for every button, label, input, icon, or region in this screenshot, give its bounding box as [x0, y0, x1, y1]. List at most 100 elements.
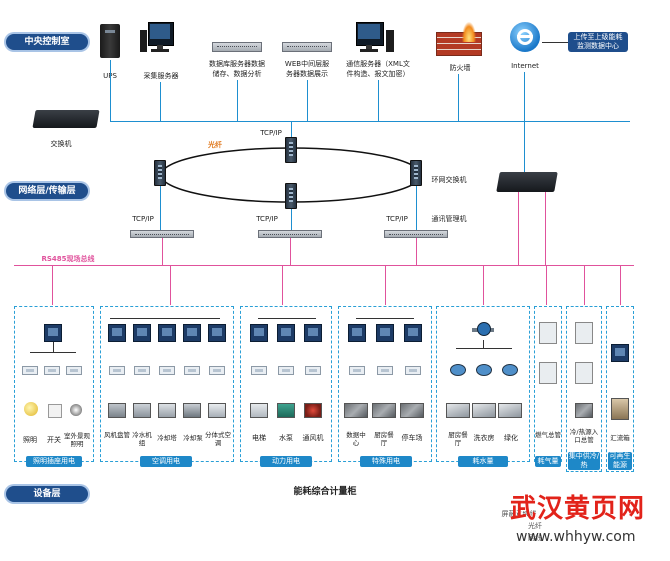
g6-tag: 耗气量	[535, 456, 561, 467]
firewall-icon	[436, 22, 482, 56]
g7-item-1: 冷/热源入口总管	[569, 428, 599, 444]
g3-item-2: 水泵	[279, 434, 293, 442]
main-water-meter-icon	[472, 322, 494, 338]
g4-meter-1	[348, 324, 366, 342]
g2-meter-4	[183, 324, 201, 342]
drop-g7	[584, 265, 585, 305]
db-server-icon	[212, 42, 262, 52]
g4-meter-2	[376, 324, 394, 342]
g1-submeter-3	[66, 366, 82, 375]
pipe-photo-1	[446, 403, 470, 418]
watermark-title: 武汉黄页网	[510, 494, 646, 524]
g4-item-1: 数据中心	[346, 431, 366, 447]
web-server-label-2: 务器数据展示	[286, 70, 328, 78]
internet-drop	[524, 72, 525, 172]
g2-item-4: 冷却泵	[183, 434, 203, 442]
internet-icon	[510, 22, 540, 52]
water-meter-3	[502, 364, 518, 376]
cooling-tower-icon	[158, 403, 176, 418]
left-switch-drop	[160, 186, 161, 230]
g8-item-1: 汇流箱	[610, 434, 630, 442]
comm-server-label-2: 件构造、报文加密）	[346, 70, 410, 78]
ventilator-icon	[304, 403, 322, 418]
elevator-icon	[250, 403, 268, 418]
g2-sub-5	[209, 366, 225, 375]
water-meter-1	[450, 364, 466, 376]
comm-manager-right	[384, 230, 448, 238]
g4-tag: 特殊用电	[360, 456, 412, 467]
g3-item-1: 电梯	[252, 434, 266, 442]
g2-item-3: 冷却塔	[157, 434, 177, 442]
ring-switch-left	[154, 160, 166, 186]
g3-sub-3	[305, 366, 321, 375]
g2-meter-2	[133, 324, 151, 342]
g5-item-3: 绿化	[504, 434, 518, 442]
tcpip-mid-label: TCP/IP	[256, 215, 278, 223]
g5-bus-v	[483, 340, 484, 348]
g1-submeter-1	[22, 366, 38, 375]
group-renewable	[606, 306, 634, 472]
ring-switch-right	[410, 160, 422, 186]
g1-main-meter	[44, 324, 62, 342]
g1-bus-h	[30, 352, 76, 353]
parking-photo	[400, 403, 424, 418]
web-server-icon	[282, 42, 332, 52]
ups-label: UPS	[103, 72, 117, 80]
g3-tag: 动力用电	[260, 456, 312, 467]
drop-g3	[282, 265, 283, 305]
pipe-photo-2	[472, 403, 496, 418]
g2-sub-4	[184, 366, 200, 375]
upload-label-1: 上传至上级能耗	[573, 33, 623, 41]
firewall-drop	[458, 74, 459, 121]
g2-bus-h	[110, 318, 220, 319]
bottom-switch-drop	[291, 209, 292, 230]
g2-meter-5	[208, 324, 226, 342]
split-ac-icon	[208, 403, 226, 418]
g2-item-1: 风机盘管	[104, 431, 130, 439]
upload-switch-drop-a	[518, 192, 519, 265]
comm-manager-mid	[258, 230, 322, 238]
data-center-photo	[344, 403, 368, 418]
g3-meter-1	[250, 324, 268, 342]
legend-network-cable: 网线	[528, 534, 542, 542]
g3-item-3: 通风机	[302, 434, 324, 442]
g2-meter-3	[158, 324, 176, 342]
g2-sub-2	[134, 366, 150, 375]
web-drop	[307, 80, 308, 121]
outdoor-light-icon	[70, 404, 82, 416]
ring-switch-label: 环网交换机	[431, 176, 467, 184]
switch-label: 交换机	[50, 140, 72, 148]
switch-icon	[32, 110, 100, 128]
footer-caption: 能耗综合计量柜	[293, 487, 357, 497]
upload-box	[568, 32, 628, 52]
drop-g1	[52, 265, 53, 305]
g4-sub-2	[377, 366, 393, 375]
drop-g2	[170, 265, 171, 305]
g8-meter	[611, 344, 629, 362]
comm-manager-label: 通讯管理机	[431, 215, 467, 223]
central-bus-line	[110, 121, 630, 122]
chiller-icon	[133, 403, 151, 418]
ups-drop	[110, 60, 111, 121]
g2-sub-1	[109, 366, 125, 375]
bulb-icon	[24, 402, 38, 416]
drop-g4	[385, 265, 386, 305]
g3-bus-h	[258, 318, 316, 319]
g2-sub-3	[159, 366, 175, 375]
g5-item-1: 厨房餐厅	[448, 431, 468, 447]
heat-source-photo	[575, 403, 593, 418]
g3-sub-1	[251, 366, 267, 375]
g5-bus-h	[456, 348, 512, 349]
collect-server-icon	[140, 22, 180, 60]
g1-item-1: 照明	[23, 436, 37, 444]
kitchen-photo	[372, 403, 396, 418]
gas-meter-2	[539, 362, 557, 384]
switch-plate-icon	[48, 404, 62, 418]
cm-right-drop	[416, 238, 417, 265]
ring-switch-top	[285, 137, 297, 163]
g5-item-2: 洗衣房	[473, 434, 495, 442]
drop-g5	[483, 265, 484, 305]
internet-upload-link	[542, 42, 568, 43]
rs485-label: RS485现场总线	[41, 255, 95, 263]
watermark-url: www.whhyw.com	[516, 529, 636, 545]
